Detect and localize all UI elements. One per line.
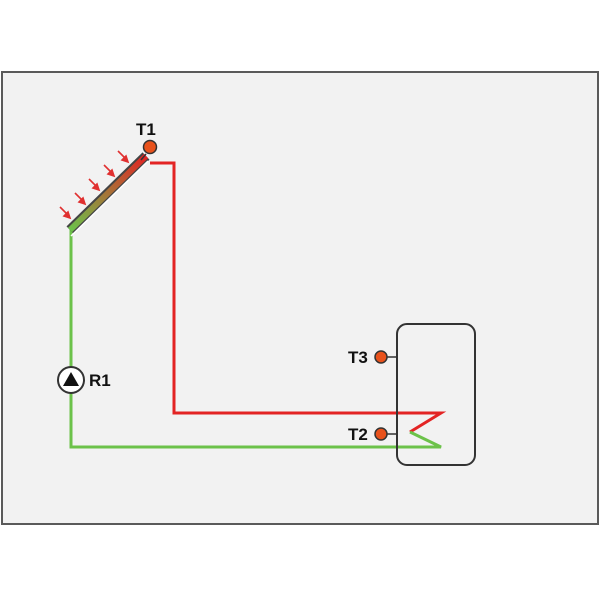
sensor-t3-label: T3 (348, 348, 368, 367)
storage-tank (396, 323, 476, 466)
pump-r1: R1 (57, 366, 111, 394)
pump-r1-label: R1 (89, 371, 111, 390)
solar-collector (66, 152, 150, 237)
sensor-dot-icon (374, 350, 388, 364)
sensor-t2-label: T2 (348, 425, 368, 444)
sun-ray-arrow-icon (59, 150, 130, 220)
sensor-dot-icon (142, 139, 158, 155)
diagram-frame (1, 71, 599, 525)
cold-return-line (69, 223, 442, 449)
sensor-t3: T3 (348, 348, 397, 367)
hot-flow-line (150, 161, 447, 434)
sensor-dot-icon (374, 427, 388, 441)
sensor-t1-label: T1 (136, 120, 156, 139)
sensor-t1: T1 (136, 120, 158, 161)
sensor-t2: T2 (348, 425, 397, 444)
